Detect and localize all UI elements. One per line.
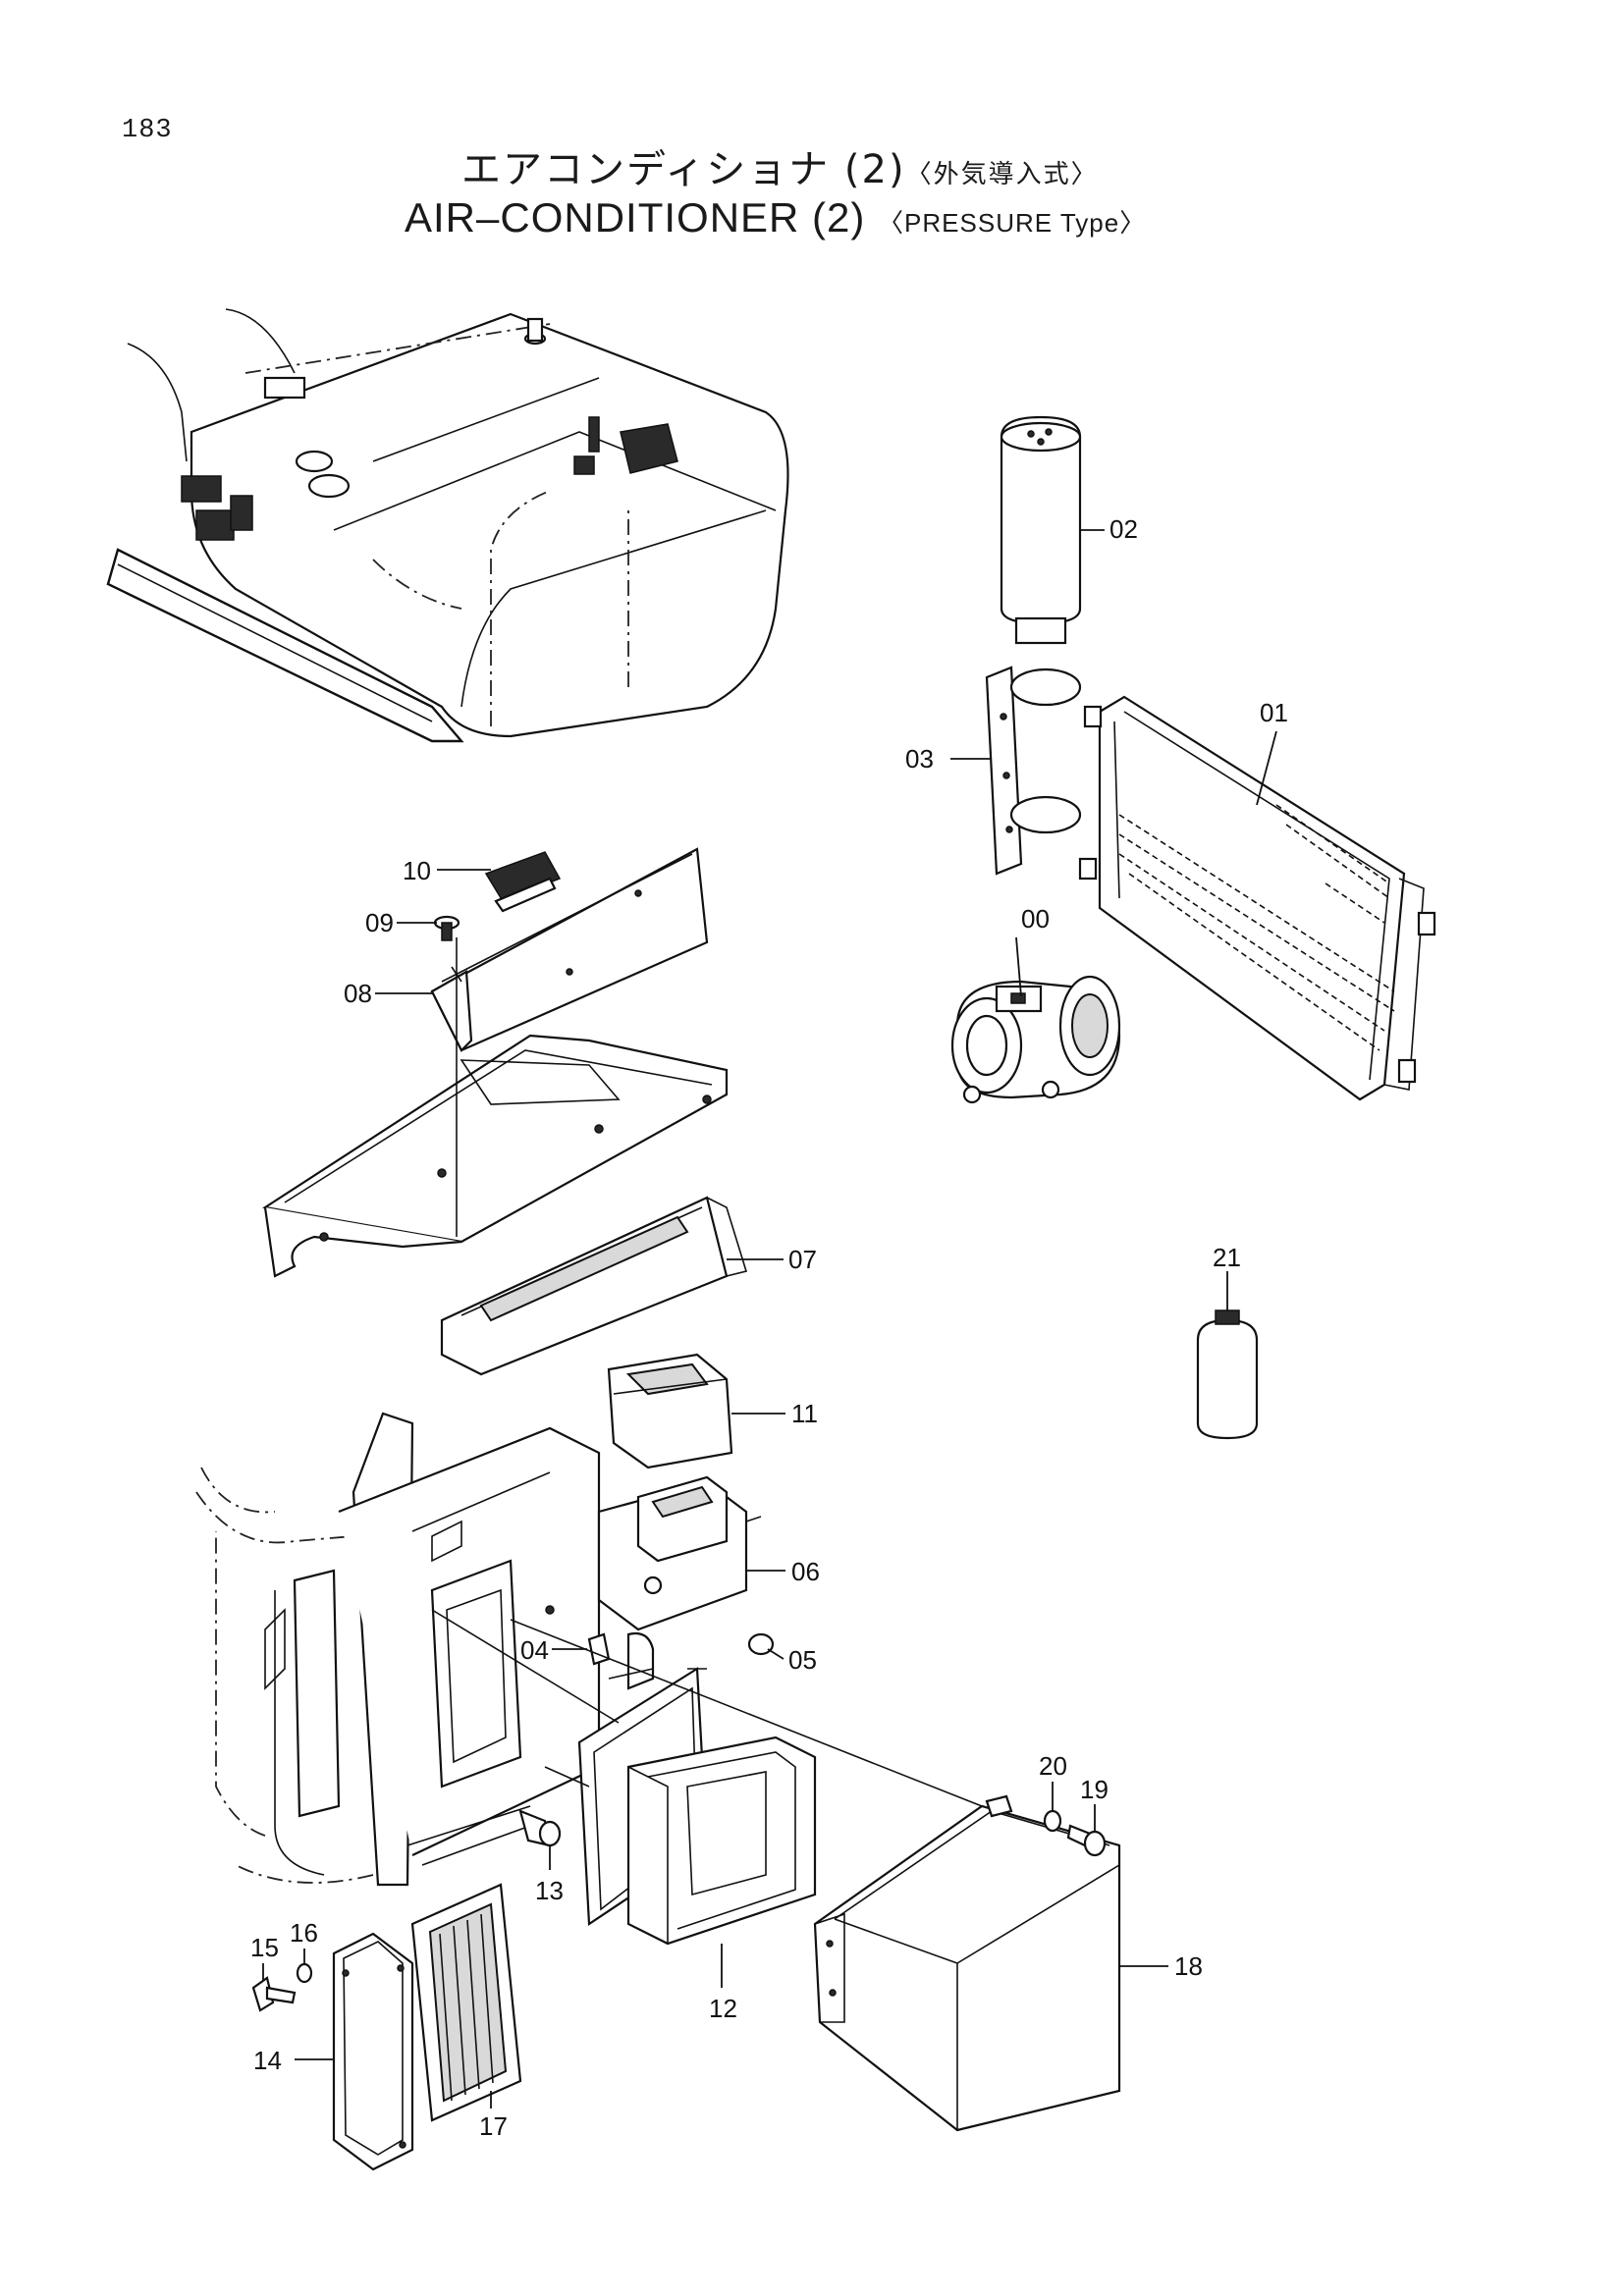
title-english-sub: 〈PRESSURE Type〉 xyxy=(878,208,1147,238)
part-08-duct-cover xyxy=(430,847,709,1052)
title-english: AIR–CONDITIONER (2) 〈PRESSURE Type〉 xyxy=(405,194,1146,241)
title-english-main: AIR–CONDITIONER (2) xyxy=(405,194,866,240)
part-10-relay xyxy=(484,851,562,913)
part-14-access-cover xyxy=(332,1932,414,2171)
part-02-receiver-drier xyxy=(1000,415,1082,645)
part-03-bracket xyxy=(985,666,1082,876)
callout-17: 17 xyxy=(479,2111,508,2141)
part-13-bolt xyxy=(518,1809,562,1847)
callout-14: 14 xyxy=(253,2046,282,2075)
callout-04: 04 xyxy=(520,1635,549,1665)
callout-15: 15 xyxy=(250,1933,279,1962)
callout-07: 07 xyxy=(788,1245,817,1274)
callout-13: 13 xyxy=(535,1876,564,1905)
switch-cluster xyxy=(181,376,306,541)
part-17-filter xyxy=(410,1883,522,2122)
callout-05: 05 xyxy=(788,1645,817,1675)
part-11-duct-elbow xyxy=(607,1353,733,1469)
callout-11: 11 xyxy=(791,1399,818,1428)
part-06-blower-unit xyxy=(597,1475,762,1631)
cab-frame-reference xyxy=(195,1412,601,1887)
leader-lines xyxy=(262,529,1277,2109)
assembly-lines xyxy=(431,937,983,1807)
part-05-fitting xyxy=(747,1632,775,1656)
machine-upper-body-reference xyxy=(106,308,789,743)
callout-16: 16 xyxy=(290,1918,318,1948)
callout-06: 06 xyxy=(791,1557,820,1586)
part-00-compressor xyxy=(950,975,1121,1104)
callout-19: 19 xyxy=(1080,1775,1109,1804)
title-japanese: エアコンディショナ (2)〈外気導入式〉 xyxy=(461,137,1099,194)
title-japanese-sub: 〈外気導入式〉 xyxy=(905,160,1099,189)
callout-02: 02 xyxy=(1109,514,1138,544)
part-19-bolt xyxy=(1066,1824,1107,1857)
part-12-filter-housing xyxy=(577,1667,817,1946)
callout-03: 03 xyxy=(905,744,934,774)
part-21-bottle xyxy=(1196,1309,1259,1440)
callout-12: 12 xyxy=(709,1994,737,2023)
part-18-cover-box xyxy=(813,1794,1121,2132)
page-number: 183 xyxy=(122,116,173,145)
part-01-condenser xyxy=(1078,695,1436,1101)
part-07-duct-panel xyxy=(262,1034,748,1376)
callout-08: 08 xyxy=(344,979,372,1008)
callout-18: 18 xyxy=(1174,1951,1203,1981)
part-09-screw xyxy=(433,915,460,941)
callout-21: 21 xyxy=(1213,1243,1241,1272)
callout-00: 00 xyxy=(1021,904,1050,934)
callout-10: 10 xyxy=(403,856,431,885)
fuse-box xyxy=(573,416,678,475)
title-japanese-main: エアコンディショナ (2) xyxy=(461,147,906,192)
part-16-washer xyxy=(296,1962,313,1984)
callout-09: 09 xyxy=(365,908,394,937)
part-15-wing-bolt xyxy=(251,1976,297,2012)
callout-labels: 00 01 02 03 04 05 06 07 08 09 10 11 12 1… xyxy=(250,514,1288,2141)
callout-20: 20 xyxy=(1039,1751,1067,1781)
part-20-washer xyxy=(1043,1809,1062,1833)
callout-01: 01 xyxy=(1260,698,1288,727)
